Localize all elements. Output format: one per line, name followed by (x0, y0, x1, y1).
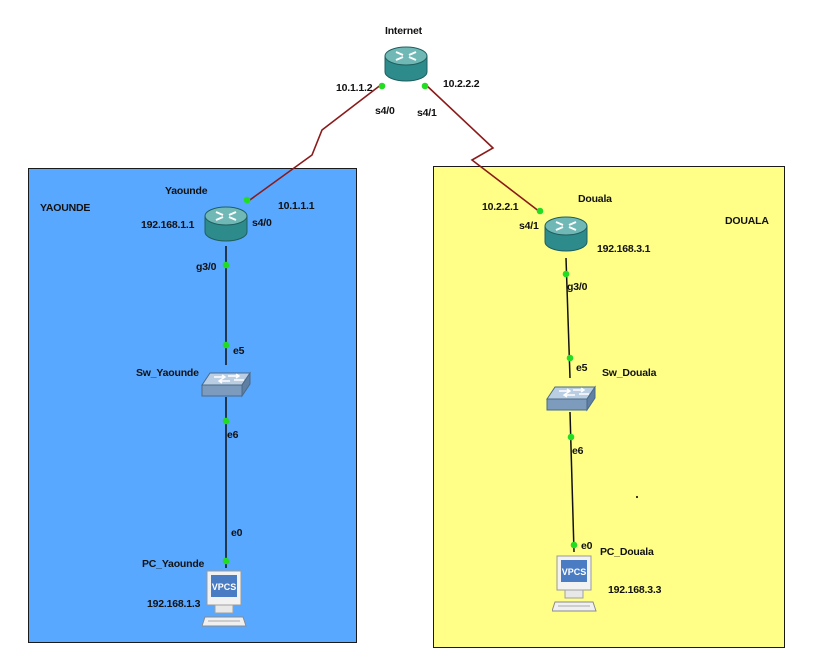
ip-label-internet-s4-0: 10.1.1.2 (336, 82, 373, 94)
port-indicator-yaounde-g3-0 (222, 261, 230, 269)
device-name-yaounde: Yaounde (165, 185, 208, 197)
device-name-pc-yaounde: PC_Yaounde (142, 558, 205, 570)
serial-link-internet-yaounde[interactable] (246, 83, 383, 203)
port-label-sw-yaounde-e5: e5 (233, 345, 245, 357)
switch-yaounde[interactable] (200, 365, 252, 399)
vpcs-icon: VPCS (552, 555, 597, 612)
pc-douala[interactable]: VPCS (552, 553, 598, 615)
ip-label-yaounde-s4-0: 10.1.1.1 (278, 200, 315, 212)
stray-dot (635, 495, 639, 499)
ip-label-yaounde-router: 192.168.1.1 (141, 219, 195, 231)
port-indicator-pc-yaounde-e0 (222, 557, 230, 565)
port-indicator-sw-yaounde-e6 (222, 417, 230, 425)
ethernet-link-douala-switch-pc[interactable] (569, 411, 575, 553)
zone-douala[interactable] (433, 166, 785, 648)
port-indicator-sw-yaounde-e5 (222, 341, 230, 349)
zone-label-yaounde: YAOUNDE (40, 202, 91, 214)
port-label-sw-douala-e5: e5 (576, 362, 588, 374)
port-indicator-yaounde-s4-0 (243, 196, 251, 204)
router-icon (384, 46, 428, 82)
port-indicator-pc-douala-e0 (570, 541, 578, 549)
port-indicator-sw-douala-e5 (566, 354, 574, 362)
switch-douala[interactable] (545, 379, 597, 413)
port-indicator-internet-s4-1 (421, 82, 429, 90)
router-internet[interactable] (383, 43, 429, 85)
router-icon (204, 206, 248, 242)
device-name-pc-douala: PC_Douala (600, 546, 654, 558)
device-name-internet: Internet (385, 25, 422, 37)
port-label-pc-douala-e0: e0 (581, 540, 593, 552)
switch-icon (546, 385, 596, 412)
ip-label-internet-s4-1: 10.2.2.2 (443, 78, 480, 90)
ip-label-pc-yaounde: 192.168.1.3 (147, 598, 201, 610)
port-indicator-sw-douala-e6 (567, 433, 575, 441)
pc-yaounde[interactable]: VPCS (202, 568, 248, 630)
serial-link-internet-douala[interactable] (424, 83, 541, 213)
port-label-internet-s4-1: s4/1 (417, 107, 437, 119)
device-name-sw-douala: Sw_Douala (602, 367, 657, 379)
router-icon (544, 216, 588, 252)
port-label-sw-yaounde-e6: e6 (227, 429, 239, 441)
zone-yaounde[interactable] (28, 168, 357, 643)
vpcs-icon: VPCS (202, 570, 247, 627)
ip-label-douala-s4-1: 10.2.2.1 (482, 201, 519, 213)
device-name-douala: Douala (578, 193, 612, 205)
switch-icon (201, 371, 251, 398)
port-label-yaounde-g3-0: g3/0 (196, 261, 217, 273)
port-label-douala-s4-1: s4/1 (519, 220, 539, 232)
svg-text:VPCS: VPCS (212, 582, 237, 592)
router-yaounde[interactable] (203, 203, 249, 245)
port-label-internet-s4-0: s4/0 (375, 105, 395, 117)
zone-label-douala: DOUALA (725, 215, 769, 227)
svg-text:VPCS: VPCS (562, 567, 587, 577)
port-label-douala-g3-0: g3/0 (567, 281, 588, 293)
port-label-yaounde-s4-0: s4/0 (252, 217, 272, 229)
port-label-sw-douala-e6: e6 (572, 445, 584, 457)
port-indicator-douala-s4-1 (536, 207, 544, 215)
device-name-sw-yaounde: Sw_Yaounde (136, 367, 199, 379)
ip-label-pc-douala: 192.168.3.3 (608, 584, 662, 596)
port-label-pc-yaounde-e0: e0 (231, 527, 243, 539)
port-indicator-douala-g3-0 (562, 270, 570, 278)
ip-label-douala-router: 192.168.3.1 (597, 243, 651, 255)
router-douala[interactable] (543, 213, 589, 255)
port-indicator-internet-s4-0 (378, 82, 386, 90)
